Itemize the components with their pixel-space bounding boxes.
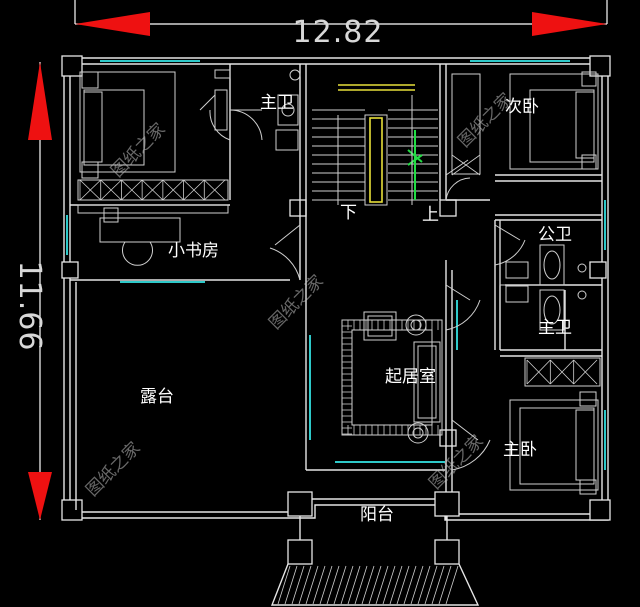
balcony-railing bbox=[270, 563, 480, 606]
watermark: 图纸之家 bbox=[454, 89, 516, 151]
master-bath-fixtures bbox=[275, 69, 301, 151]
dimension-depth-label: 11.66 bbox=[12, 261, 47, 352]
windows bbox=[66, 60, 606, 470]
dimension-depth: 11.66 bbox=[12, 62, 52, 520]
room-label-master-bath: 主卫 bbox=[260, 93, 294, 113]
room-label-public-bath: 公卫 bbox=[538, 225, 572, 245]
arrow-down-icon bbox=[28, 472, 52, 520]
bath-fixtures-right bbox=[499, 220, 587, 331]
staircase bbox=[312, 84, 438, 206]
dimension-width-label: 12.82 bbox=[293, 15, 384, 50]
stair-label-up: 上 bbox=[422, 205, 439, 225]
room-label-terrace: 露台 bbox=[140, 387, 174, 407]
room-label-guest-bath: 主卫 bbox=[538, 318, 572, 338]
watermark: 图纸之家 bbox=[82, 438, 144, 500]
room-label-living: 起居室 bbox=[385, 367, 436, 387]
arrow-left-icon bbox=[75, 12, 150, 36]
doors bbox=[199, 94, 526, 471]
stair-label-down: 下 bbox=[340, 203, 357, 223]
dimension-width: 12.82 bbox=[74, 0, 608, 50]
room-label-second-bedroom: 次卧 bbox=[505, 97, 539, 117]
study-furniture bbox=[77, 204, 229, 266]
room-label-balcony: 阳台 bbox=[360, 505, 394, 525]
room-label-study: 小书房 bbox=[168, 241, 219, 261]
stair-direction-marker bbox=[407, 130, 423, 200]
arrow-up-icon bbox=[28, 62, 52, 140]
arrow-right-icon bbox=[532, 12, 607, 36]
second-bedroom-right-furniture bbox=[451, 71, 599, 176]
second-bedroom-furniture bbox=[77, 69, 231, 201]
living-room-furniture bbox=[341, 311, 443, 444]
room-label-master-bedroom: 主卧 bbox=[503, 440, 537, 460]
master-bedroom-furniture bbox=[509, 357, 601, 495]
room-labels: 主卫 次卧 小书房 公卫 主卫 露台 起居室 主卧 阳台 下 上 bbox=[140, 93, 572, 525]
